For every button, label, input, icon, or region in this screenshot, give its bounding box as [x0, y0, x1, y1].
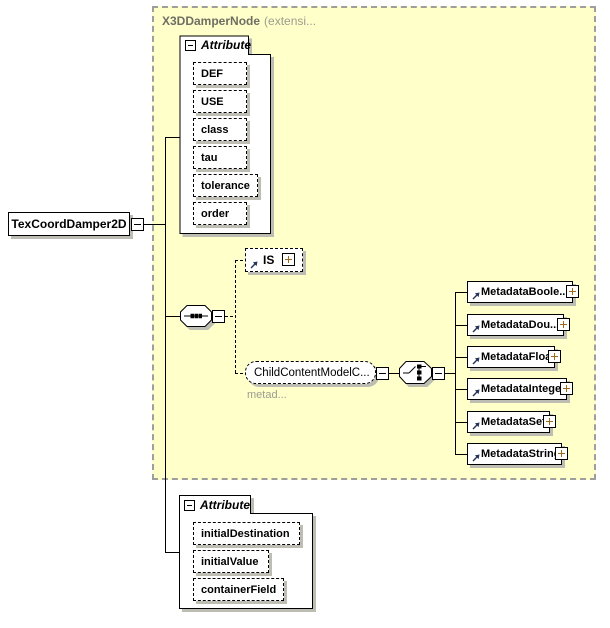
attribute-item-tau[interactable]: tau	[193, 146, 247, 169]
expand-toggle-metadatainteger[interactable]	[560, 382, 573, 395]
expand-toggle-metadatafloat[interactable]	[548, 350, 561, 363]
collapse-toggle-choice[interactable]	[432, 367, 445, 380]
element-ref-label: MetadataString	[481, 448, 561, 460]
attribute-item-containerfield[interactable]: containerField	[193, 578, 284, 601]
element-ref-label: MetadataInteger	[481, 383, 566, 395]
element-ref-label: MetadataFloat	[481, 351, 555, 363]
attribute-item-use[interactable]: USE	[193, 90, 247, 113]
element-ref-label: MetadataSet	[481, 416, 546, 428]
ne-arrow-icon	[472, 325, 480, 333]
element-ref-metadatainteger[interactable]: MetadataInteger	[467, 378, 573, 400]
collapse-toggle-root[interactable]	[131, 218, 144, 231]
attribute-item-initialvalue[interactable]: initialValue	[193, 550, 269, 573]
own-attribute-group-label: Attribute	[200, 498, 250, 512]
collapse-toggle-own-attributes[interactable]	[184, 500, 195, 511]
attribute-item-initialdestination[interactable]: initialDestination	[193, 522, 300, 545]
attribute-item-order[interactable]: order	[193, 202, 247, 225]
collapse-toggle-childcontentmodel[interactable]	[376, 367, 389, 380]
element-ref-is-label: IS	[263, 253, 275, 267]
element-ref-metadataboolean[interactable]: MetadataBoole...	[467, 281, 579, 303]
choice-octagon-icon[interactable]	[398, 360, 438, 390]
expand-toggle-metadatadouble[interactable]	[557, 318, 570, 331]
childcontentmodel-annotation: metad...	[247, 389, 287, 401]
ne-arrow-icon	[472, 357, 480, 365]
collapse-toggle-inherited-attributes[interactable]	[185, 40, 196, 51]
attribute-item-tolerance[interactable]: tolerance	[193, 174, 258, 197]
group-ref-childcontentmodel-label: ChildContentModelC...	[254, 366, 370, 379]
base-type-name: X3DDamperNode	[162, 14, 261, 28]
expand-toggle-metadataset[interactable]	[543, 415, 556, 428]
element-ref-label: MetadataDou...	[481, 319, 560, 331]
expand-toggle-metadatastring[interactable]	[555, 447, 568, 460]
group-ref-childcontentmodel[interactable]: ChildContentModelC...	[245, 361, 376, 384]
inherited-attribute-group-label: Attribute	[201, 38, 251, 52]
expand-toggle-metadataboolean[interactable]	[566, 285, 579, 298]
ne-arrow-icon	[472, 389, 480, 397]
element-ref-metadatastring[interactable]: MetadataString	[467, 443, 568, 465]
attribute-item-def[interactable]: DEF	[193, 62, 247, 85]
element-ref-metadataset[interactable]: MetadataSet	[467, 411, 556, 433]
element-texcoorddamper2d[interactable]: TexCoordDamper2D	[8, 212, 130, 236]
element-ref-metadatafloat[interactable]: MetadataFloat	[467, 346, 561, 368]
element-ref-metadatadouble[interactable]: MetadataDou...	[467, 314, 570, 336]
expand-toggle-is[interactable]	[282, 253, 295, 266]
attribute-item-class[interactable]: class	[193, 118, 247, 141]
element-texcoorddamper2d-label: TexCoordDamper2D	[11, 217, 127, 231]
base-type-subtitle: (extensi...	[264, 14, 317, 28]
ne-arrow-icon	[250, 261, 258, 269]
base-type-title: X3DDamperNode(extensi...	[162, 14, 316, 28]
element-ref-label: MetadataBoole...	[481, 286, 569, 298]
sequence-octagon-icon[interactable]	[179, 304, 217, 332]
ne-arrow-icon	[472, 422, 480, 430]
collapse-toggle-sequence[interactable]	[212, 310, 225, 323]
ne-arrow-icon	[472, 454, 480, 462]
ne-arrow-icon	[472, 292, 480, 300]
element-ref-is[interactable]: IS	[245, 248, 303, 272]
